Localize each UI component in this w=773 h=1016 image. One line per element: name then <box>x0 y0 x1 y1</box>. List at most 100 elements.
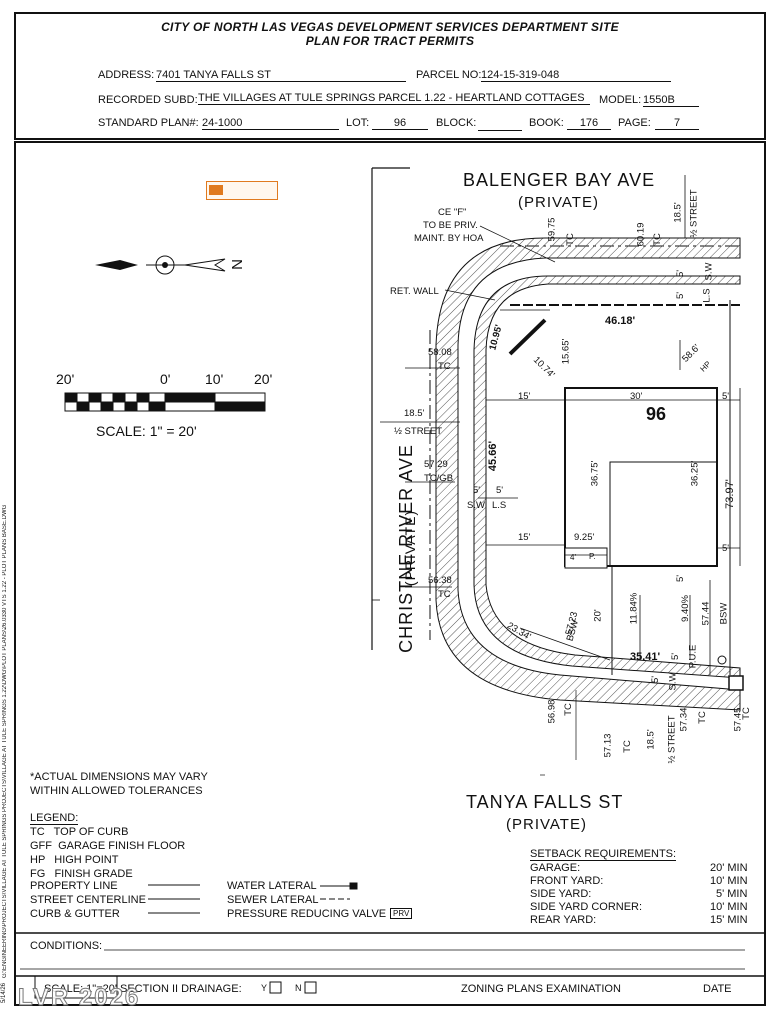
plan-label: STANDARD PLAN#: <box>98 117 199 129</box>
dim-58-08: 58.08 <box>428 347 452 358</box>
page-title-line2: PLAN FOR TRACT PERMITS <box>305 34 475 48</box>
setback-rear-label: REAR YARD: <box>530 914 597 926</box>
dim-tc-5638: TC <box>438 589 451 600</box>
block-value <box>478 117 522 131</box>
dim-5-ls2: 5' <box>496 485 504 496</box>
drainage-n-label: N <box>295 983 302 993</box>
dim-57-29: 57.29 <box>424 459 448 470</box>
dim-5-ls: 5' <box>675 291 687 300</box>
parcel-label: PARCEL NO: <box>416 69 482 81</box>
model-value: 1550B <box>643 94 699 107</box>
dim-5-sw1: 5' <box>675 269 687 278</box>
drainage-n-checkbox <box>304 981 317 994</box>
dim-tc-top2: TC <box>651 233 663 246</box>
book-value: 176 <box>567 117 611 130</box>
north-arrow-graphic <box>95 255 226 275</box>
dim-57-13: 57.13 <box>602 733 614 758</box>
note-line2: WITHIN ALLOWED TOLERANCES <box>30 785 203 797</box>
subd-label: RECORDED SUBD: <box>98 94 198 106</box>
dim-56-98: 56.98 <box>546 699 558 724</box>
dim-5-right: 5' <box>722 391 730 402</box>
header-box <box>14 12 766 140</box>
dim-73-97: 73.97' <box>723 479 736 509</box>
property-line-front <box>611 300 731 675</box>
dim-36-25: 36.25' <box>689 460 701 487</box>
setback-rear-value: 15' MIN <box>710 914 748 926</box>
page-label: PAGE: <box>618 117 651 129</box>
dim-57-34: 57.34 <box>678 707 690 732</box>
legend-sewer-lateral: SEWER LATERAL <box>227 894 319 906</box>
dim-46-18: 46.18' <box>605 315 636 327</box>
setback-garage-value: 20' MIN <box>710 862 748 874</box>
dim-ls-top: L.S <box>701 288 713 303</box>
legend-line-samples <box>148 882 358 914</box>
block-label: BLOCK: <box>436 117 477 129</box>
legend-item-tc: TC TOP OF CURB <box>30 826 129 838</box>
dim-5-garage: 5' <box>675 574 687 583</box>
dim-sw-bottom: S.W <box>667 672 679 691</box>
scale-tick-1: 20' <box>56 371 75 387</box>
dim-9-25: 9.25' <box>574 532 595 543</box>
setback-side-label: SIDE YARD: <box>530 888 592 900</box>
porch <box>564 547 608 569</box>
setback-front-label: FRONT YARD: <box>530 875 604 887</box>
parcel-value: 124-15-319-048 <box>481 69 671 82</box>
dim-tc-5745: TC <box>740 707 752 720</box>
lot-value: 96 <box>372 117 428 130</box>
note-line1: *ACTUAL DIMENSIONS MAY VARY <box>30 771 208 783</box>
dim-18-5-left: 18.5' <box>404 408 425 419</box>
dim-59-75: 59.75 <box>546 217 558 242</box>
retaining-wall <box>508 318 547 356</box>
curb-band <box>435 237 741 711</box>
date-label: DATE <box>703 983 732 995</box>
plan-value: 24-1000 <box>202 117 339 130</box>
setback-heading: SETBACK REQUIREMENTS: <box>530 848 677 861</box>
dim-tc-top1: TC <box>564 233 576 246</box>
approval-stamp <box>206 181 278 200</box>
legend-item-gff: GFF GARAGE FINISH FLOOR <box>30 840 186 852</box>
walk-band <box>473 275 741 679</box>
page-title-line1: CITY OF NORTH LAS VEGAS DEVELOPMENT SERV… <box>161 20 619 34</box>
ret-wall-label: RET. WALL <box>390 286 439 297</box>
dim-20: 20' <box>592 609 604 622</box>
dim-half-street-bottom: ½ STREET <box>666 715 678 764</box>
dim-36-75: 36.75' <box>589 460 601 487</box>
street-top-name: BALENGER BAY AVE <box>463 170 656 190</box>
scale-label: SCALE: 1" = 20' <box>96 423 197 439</box>
dim-57-44: 57.44 <box>700 601 712 626</box>
dim-11-84: 11.84% <box>628 592 640 625</box>
street-bottom-sub: (PRIVATE) <box>506 816 587 833</box>
dim-18-5-top: 18.5' <box>672 202 684 223</box>
dim-60-19: 60.19 <box>635 222 647 247</box>
scale-bar-graphic <box>64 392 266 412</box>
dim-half-street-top: ½ STREET <box>688 189 700 238</box>
legend-curb-gutter: CURB & GUTTER <box>30 908 120 920</box>
dimension-lines <box>372 175 741 675</box>
dim-18-5-bottom: 18.5' <box>645 729 657 750</box>
address-value: 7401 TANYA FALLS ST <box>156 69 406 82</box>
dim-30: 30' <box>630 391 643 402</box>
dim-sw-top: S.W <box>703 262 715 281</box>
legend-street-centerline: STREET CENTERLINE <box>30 894 146 906</box>
drainage-label: SECTION II DRAINAGE: <box>120 983 242 995</box>
dim-bsw-right: BSW <box>718 602 730 625</box>
legend-prv: PRESSURE REDUCING VALVE <box>227 908 387 920</box>
prv-badge: PRV <box>390 908 413 919</box>
drainage-y-checkbox <box>269 981 282 994</box>
stamp-logo <box>209 185 223 195</box>
prv-box <box>728 675 744 691</box>
legend-item-hp: HP HIGH POINT <box>30 854 119 866</box>
dim-sw-left: S.W <box>467 500 485 511</box>
dim-p: P. <box>589 552 596 561</box>
dim-tc-5713: TC <box>621 740 633 753</box>
dim-tc-5698: TC <box>562 703 574 716</box>
dim-5-right2: 5' <box>722 543 730 554</box>
legend-item-fg: FG FINISH GRADE <box>30 868 133 880</box>
scale-tick-4: 20' <box>254 371 273 387</box>
street-top-sub: (PRIVATE) <box>518 194 599 211</box>
dim-5-sw3: 5' <box>650 675 662 684</box>
subd-value: THE VILLAGES AT TULE SPRINGS PARCEL 1.22… <box>198 92 590 105</box>
legend-heading: LEGEND: <box>30 812 79 825</box>
lot-number: 96 <box>646 404 667 424</box>
